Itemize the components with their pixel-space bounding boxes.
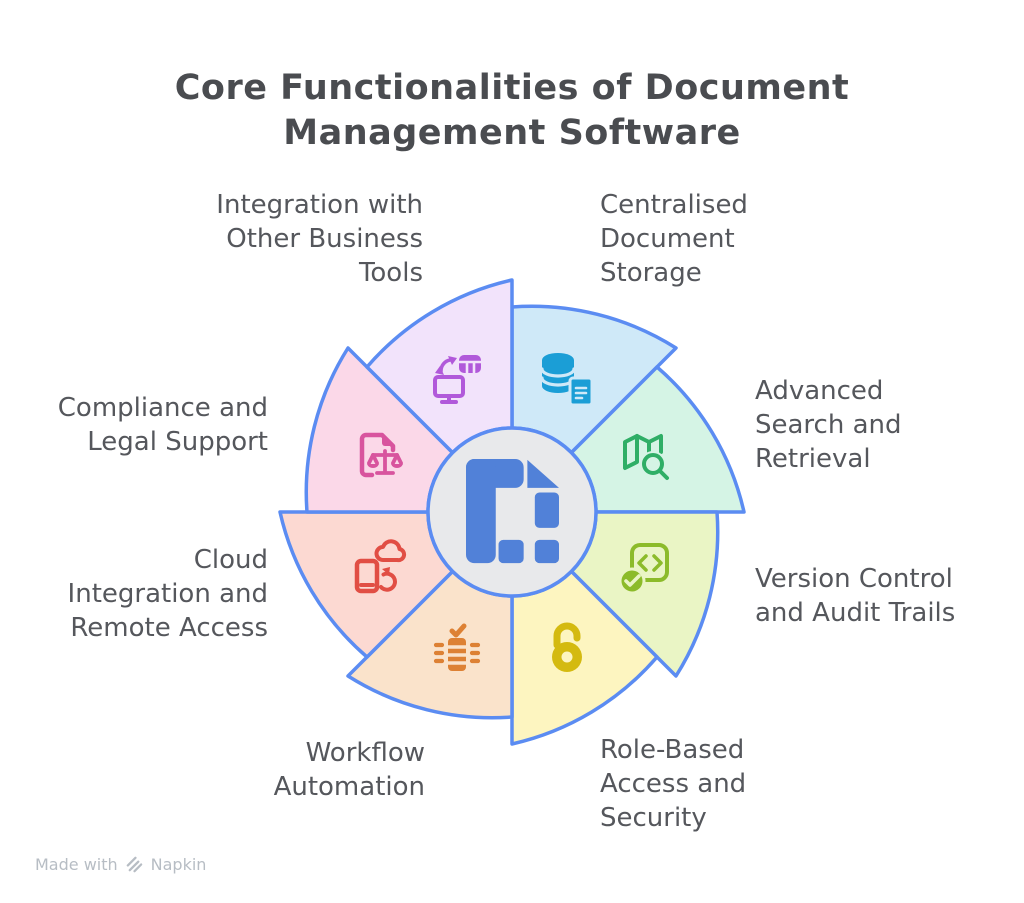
label-integration-tools: Integration with Other Business Tools [216, 190, 423, 288]
screen-table-sync-icon [433, 355, 483, 404]
phone-cloud-sync-icon [354, 539, 407, 594]
label-cloud-integration: Cloud Integration and Remote Access [67, 545, 268, 643]
open-lock-icon [552, 622, 582, 672]
hub-circle [426, 426, 598, 598]
made-with-napkin: Made with Napkin [35, 855, 206, 874]
page-title: Core Functionalities of Document Managem… [174, 68, 850, 153]
code-check-icon [618, 543, 669, 595]
label-compliance-legal: Compliance and Legal Support [57, 393, 268, 457]
map-search-icon [623, 434, 669, 480]
document-scales-icon [359, 432, 403, 478]
label-role-based-access: Role-Based Access and Security [600, 735, 747, 833]
label-version-control: Version Control and Audit Trails [755, 564, 956, 628]
napkin-logo-icon [126, 856, 142, 873]
process-check-icon [433, 623, 481, 671]
label-centralised-storage: Centralised Document Storage [600, 190, 748, 288]
label-workflow-automation: Workflow Automation [273, 738, 425, 802]
label-advanced-search: Advanced Search and Retrieval [755, 376, 902, 474]
document-logo-icon [466, 459, 559, 564]
footer-brand: Napkin [150, 855, 207, 874]
database-icon [540, 353, 594, 407]
footer-text: Made with [35, 855, 118, 874]
